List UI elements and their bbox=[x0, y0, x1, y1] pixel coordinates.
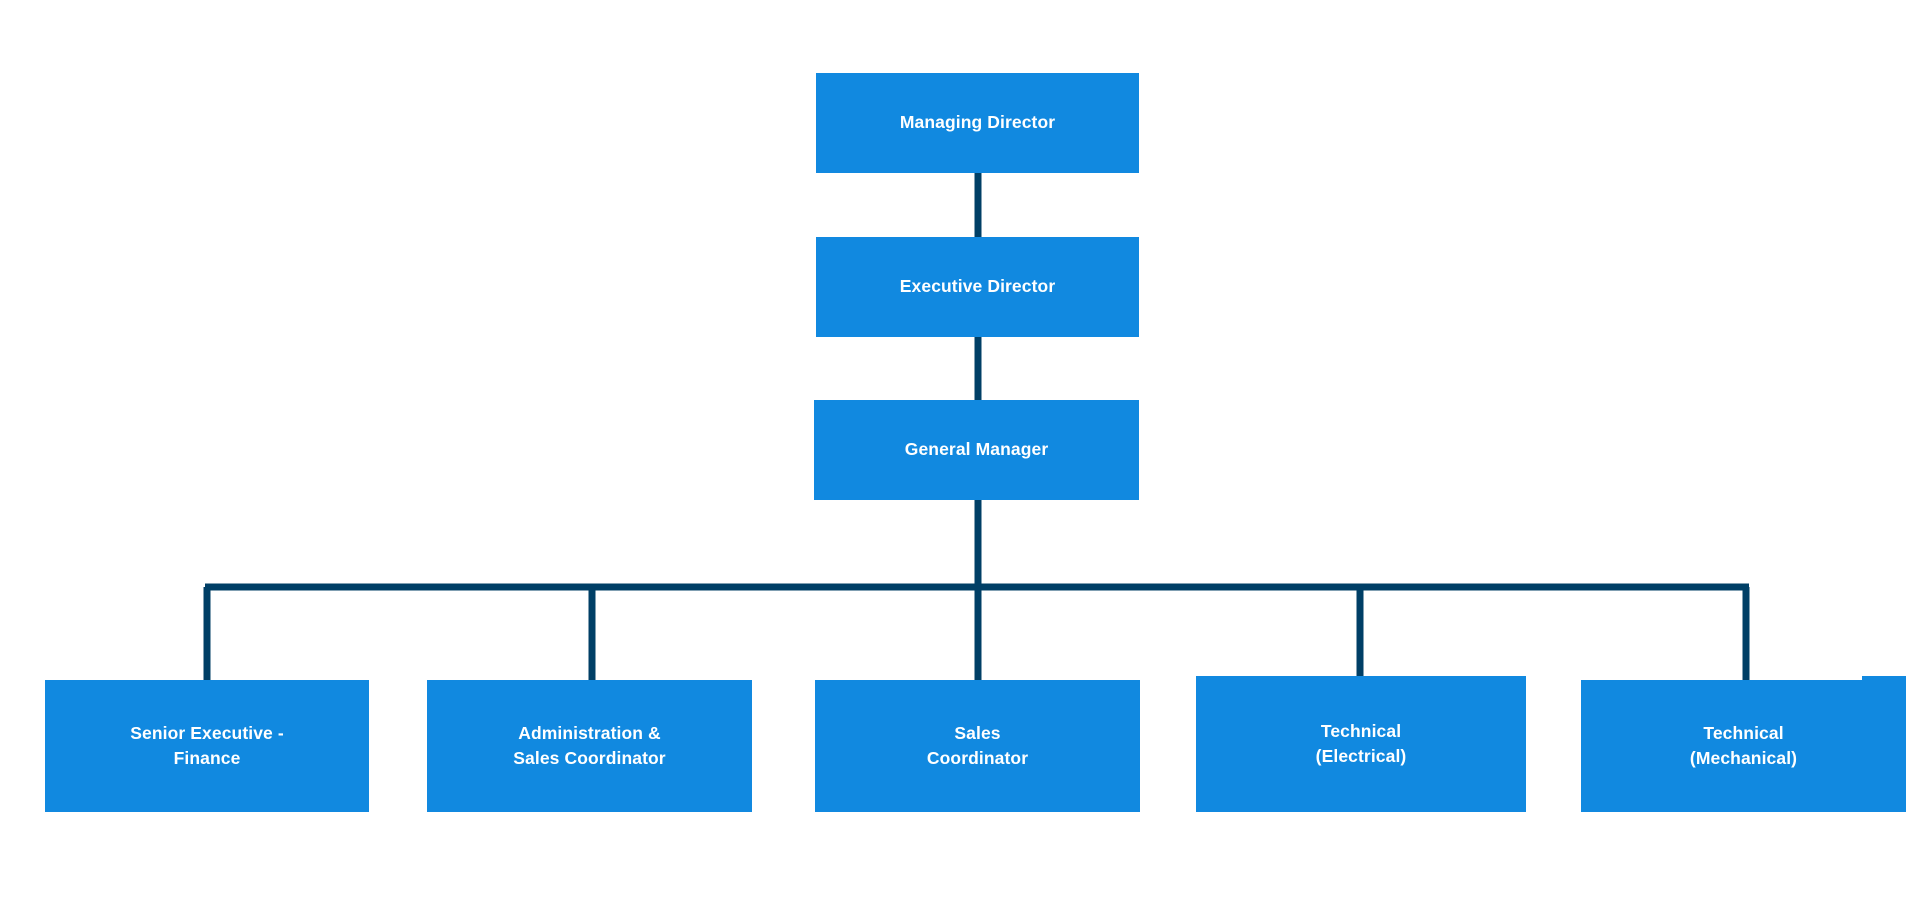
node-label-sales-coordinator: Sales Coordinator bbox=[926, 722, 1029, 768]
node-label-executive-director: Executive Director bbox=[899, 276, 1056, 297]
node-technical-electrical[interactable]: Technical (Electrical) bbox=[1196, 676, 1526, 812]
node-label-senior-executive-finance: Senior Executive - Finance bbox=[130, 722, 284, 768]
node-executive-director[interactable]: Executive Director bbox=[816, 237, 1139, 337]
node-technical-mechanical-edge-sliver bbox=[1862, 676, 1906, 684]
node-technical-mechanical[interactable]: Technical (Mechanical) bbox=[1581, 680, 1906, 812]
node-label-administration-sales-coordinator: Administration & Sales Coordinator bbox=[513, 722, 666, 768]
node-sales-coordinator[interactable]: Sales Coordinator bbox=[815, 680, 1140, 812]
node-general-manager-edge-sliver bbox=[1121, 400, 1139, 496]
node-label-general-manager: General Manager bbox=[904, 439, 1049, 460]
node-administration-sales-coordinator[interactable]: Administration & Sales Coordinator bbox=[427, 680, 752, 812]
node-general-manager[interactable]: General Manager bbox=[814, 400, 1139, 500]
node-senior-executive-finance[interactable]: Senior Executive - Finance bbox=[45, 680, 369, 812]
node-label-managing-director: Managing Director bbox=[899, 112, 1056, 133]
node-managing-director[interactable]: Managing Director bbox=[816, 73, 1139, 173]
node-executive-director-edge-sliver bbox=[1125, 237, 1139, 329]
node-label-technical-mechanical: Technical (Mechanical) bbox=[1689, 722, 1798, 768]
node-label-technical-electrical: Technical (Electrical) bbox=[1315, 720, 1407, 766]
